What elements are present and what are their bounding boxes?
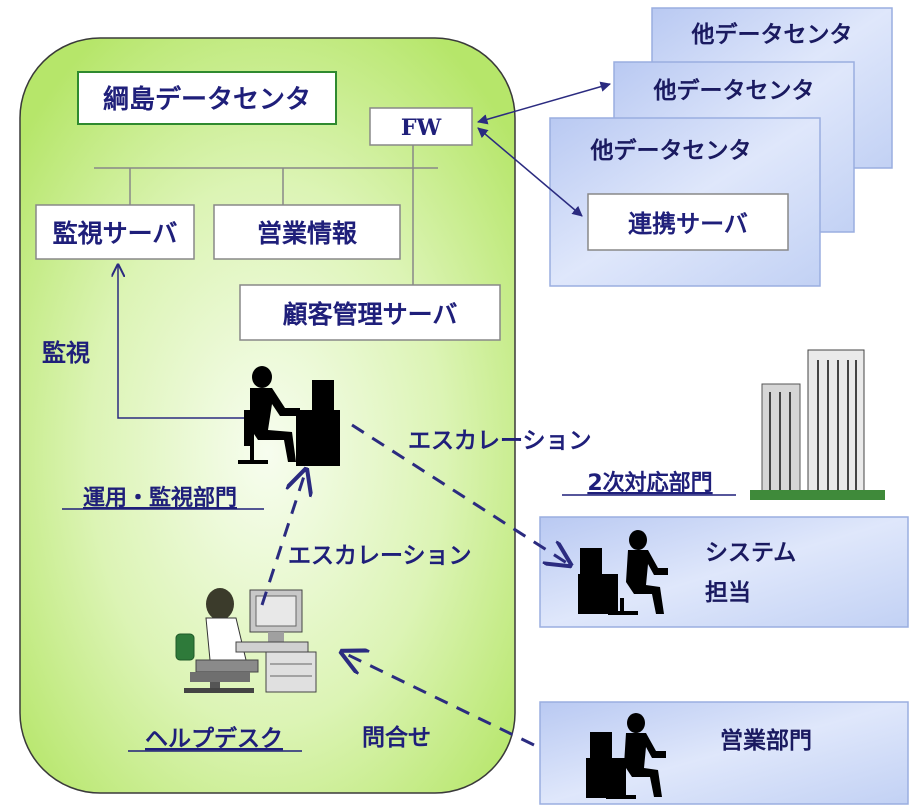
escalation-arrow-to-system: [351, 423, 570, 565]
system-staff-label-line1: システム: [705, 540, 796, 566]
inquiry-arrow: [342, 652, 535, 747]
datacenter-title-box: 綱島データセンタ: [77, 71, 337, 125]
sales-dept-label: 営業部門: [720, 727, 812, 754]
datacenter-title: 綱島データセンタ: [103, 84, 311, 115]
fw-to-datacenter-arrow: [476, 81, 612, 125]
secondary-dept-title: 2次対応部門: [587, 470, 712, 496]
escalation-label-upper: エスカレーション: [408, 428, 592, 454]
helpdesk-operator-icon: [175, 588, 317, 693]
other-datacenter-label: 他データセンタ: [691, 21, 853, 48]
building-icon: [750, 349, 885, 500]
monitor-server-box: 監視サーバ: [35, 204, 195, 260]
helpdesk-label: ヘルプデスク: [145, 725, 283, 752]
other-datacenter-label: 他データセンタ: [653, 77, 815, 104]
escalation-label-lower: エスカレーション: [288, 543, 472, 569]
sales-info-label: 営業情報: [257, 219, 358, 248]
inquiry-label: 問合せ: [362, 724, 431, 751]
firewall-label: FW: [401, 115, 442, 141]
system-staff-label-line2: 担当: [705, 580, 751, 606]
link-server-label: 連携サーバ: [628, 210, 748, 238]
link-server-box: 連携サーバ: [587, 193, 789, 251]
network-lines: [94, 145, 438, 285]
system-staff-person-icon: [578, 530, 668, 615]
ops-dept-label: 運用・監視部門: [83, 485, 237, 511]
monitor-arrow: [118, 265, 247, 419]
sales-person-icon: [586, 713, 666, 799]
firewall-box: FW: [369, 107, 473, 146]
customer-server-box: 顧客管理サーバ: [239, 284, 501, 341]
sales-info-box: 営業情報: [213, 204, 401, 260]
other-datacenter-label: 他データセンタ: [590, 137, 752, 164]
monitor-label: 監視: [42, 339, 90, 367]
monitor-server-label: 監視サーバ: [53, 219, 178, 248]
ops-operator-icon: [238, 366, 340, 466]
customer-server-label: 顧客管理サーバ: [283, 300, 458, 329]
fw-to-link-server-arrow: [477, 127, 583, 217]
